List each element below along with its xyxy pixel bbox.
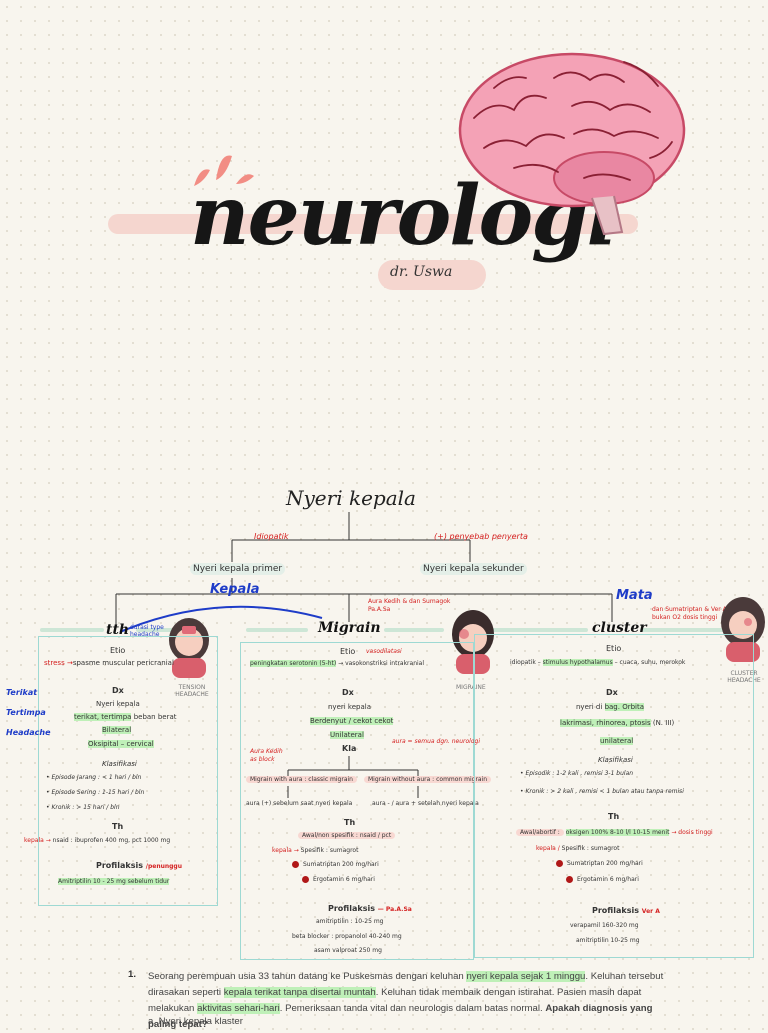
tth-side-1: Terikat xyxy=(6,688,38,697)
cluster-th-2: kepala / Spesifik : sumagrot xyxy=(536,845,620,852)
title-underline xyxy=(108,214,638,234)
migrain-pro-1: amitriptilin : 10-25 mg xyxy=(316,918,384,925)
migrain-dx-2: Berdenyut / cekot cekot xyxy=(310,717,394,725)
tth-th: kepala → nsaid : ibuprofen 400 mg, pct 1… xyxy=(24,837,171,844)
migrain-kla-note: Aura Kedih as block xyxy=(250,748,283,763)
cluster-klas-2: • Kronik : > 2 kali , remisi < 1 bulan a… xyxy=(520,788,684,795)
tth-side-3: Headache xyxy=(6,728,51,737)
migrain-etio-heading: Etio xyxy=(340,647,356,656)
cluster-th-1: Awal/abortif : oksigen 100% 8-10 l/l 10-… xyxy=(516,829,713,836)
migrain-kla-b: Migrain without aura : common migrain xyxy=(364,776,492,783)
tth-title: tth xyxy=(106,622,130,638)
mata-note: dan Sumatriptan & Ver A bukan O2 dosis t… xyxy=(652,606,727,621)
cluster-etio: idiopatik – stimulus hypothalamus – cuac… xyxy=(510,659,686,666)
migrain-title: Migrain xyxy=(318,620,381,636)
migrain-th-1: Awal/non spesifik : nsaid / pct xyxy=(298,832,396,839)
cluster-klas-1: • Episodik : 1-2 kali , remisi 3-1 bulan xyxy=(520,770,634,777)
migrain-th-4: Ergotamin 6 mg/hari xyxy=(302,876,375,883)
tth-panel xyxy=(38,636,218,906)
aura-note: Aura Kedih & dan Sumagok Pa.A.Sa xyxy=(368,598,451,613)
cluster-dx-3: unilateral xyxy=(600,737,634,745)
migrain-pro-heading: Profilaksis — Pa.A.Sa xyxy=(328,904,412,913)
tth-dx-heading: Dx xyxy=(112,686,124,695)
tth-dx-2: terikat, tertimpa beban berat xyxy=(74,713,177,721)
kepala-label: Kepala xyxy=(210,582,260,597)
migrain-kla-b2: aura - / aura + setelah nyeri kepala xyxy=(372,800,479,807)
migrain-dx-3: Unilateral xyxy=(330,731,364,739)
cluster-th-4: Ergotamin 6 mg/hari xyxy=(566,876,639,883)
tth-side-2: Tertimpa xyxy=(6,708,46,717)
migrain-kla-a: Migrain with aura : classic migrain xyxy=(246,776,357,783)
author-badge xyxy=(378,260,486,290)
root-node: Nyeri kepala xyxy=(286,486,416,510)
secondary-node: Nyeri kepala sekunder xyxy=(420,563,527,575)
tth-klas-3: • Kronik : > 15 hari / bln xyxy=(46,804,120,811)
migrain-pro-3: asam valproat 250 mg xyxy=(314,947,382,954)
durasi-note: durasi type headache xyxy=(130,624,164,638)
option-a[interactable]: a. Nyeri kepala klaster xyxy=(148,1016,243,1027)
tth-etio-heading: Etio xyxy=(110,646,126,655)
tth-pro: Amitriptilin 10 - 25 mg sebelum tidur xyxy=(58,878,170,885)
tth-dx-4: Oksipital – cervical xyxy=(88,740,154,748)
primary-node: Nyeri kepala primer xyxy=(190,563,286,575)
cluster-panel xyxy=(474,634,754,958)
migrain-dx-heading: Dx xyxy=(342,688,354,697)
cluster-dx-2: lakrimasi, rhinorea, ptosis (N. III) xyxy=(560,719,675,727)
migrain-etio-note: vasodilatasi xyxy=(366,648,402,655)
splash-icon xyxy=(194,155,254,186)
question-number: 1. xyxy=(128,969,137,980)
migrain-dx-1: nyeri kepala xyxy=(328,703,372,711)
cluster-etio-heading: Etio xyxy=(606,644,622,653)
tension-face-icon xyxy=(169,618,209,678)
migrain-th-heading: Th xyxy=(344,818,356,827)
idiopatik-label: Idiopatik xyxy=(254,532,289,541)
cluster-face-label: CLUSTER HEADACHE xyxy=(727,670,761,684)
migrain-etio: peningkatan serotonin (5-ht) → vasokonst… xyxy=(250,660,425,667)
mata-label: Mata xyxy=(616,588,653,603)
migrain-th-3: Sumatriptan 200 mg/hari xyxy=(292,861,379,868)
migrain-panel xyxy=(240,642,474,960)
tension-face-label: TENSION HEADACHE xyxy=(175,684,209,698)
tth-th-heading: Th xyxy=(112,822,124,831)
tth-klas-2: • Episode Sering : 1-15 hari / bln xyxy=(46,789,145,796)
tth-etio: stress →spasme muscular pericranial xyxy=(44,659,174,667)
migrain-kla-a2: aura (+) sebelum saat nyeri kepala xyxy=(246,800,353,807)
cluster-title: cluster xyxy=(592,620,647,636)
cluster-dx-1: nyeri di bag. Orbita xyxy=(576,703,644,711)
tth-klas-heading: Klasifikasi xyxy=(102,760,137,768)
migrain-dx-note: aura = semua dgn. neurologi xyxy=(392,738,480,745)
brain-icon xyxy=(458,52,686,236)
tth-klas-1: • Episode Jarang : < 1 hari / bln xyxy=(46,774,142,781)
migraine-face-label: MIGRAINE xyxy=(456,684,486,691)
migrain-pro-2: beta blocker : propanolol 40-240 mg xyxy=(292,933,402,940)
cluster-th-3: Sumatriptan 200 mg/hari xyxy=(556,860,643,867)
cluster-klas-heading: Klasifikasi xyxy=(598,756,633,764)
tth-dx-3: Bilateral xyxy=(102,726,132,734)
cluster-dx-heading: Dx xyxy=(606,688,618,697)
tth-dx-1: Nyeri kepala xyxy=(96,700,140,708)
cluster-pro-1: verapamil 160-320 mg xyxy=(570,922,639,929)
cluster-th-heading: Th xyxy=(608,812,620,821)
migrain-kla-heading: Kla xyxy=(342,744,357,753)
cluster-pro-2: amitriptilin 10-25 mg xyxy=(576,937,640,944)
author-name: dr. Uswa xyxy=(390,264,453,280)
tth-pro-heading: Profilaksis /penunggu xyxy=(96,861,182,870)
cluster-face-icon xyxy=(721,597,765,662)
penyebab-label: (+) penyebab penyerta xyxy=(434,532,528,541)
cluster-pro-heading: Profilaksis Ver A xyxy=(592,906,660,915)
migrain-th-2: kepala → Spesifik : sumagrot xyxy=(272,847,359,854)
